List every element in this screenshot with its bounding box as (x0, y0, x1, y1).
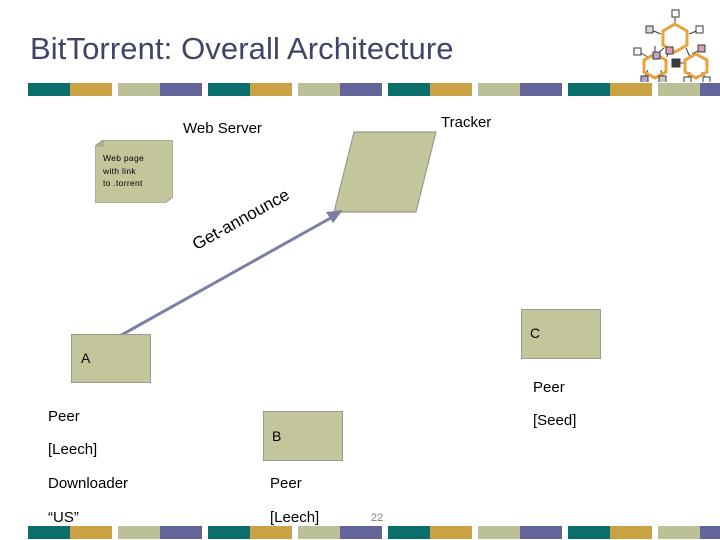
peer-a-state-label: [Leech] (48, 441, 98, 458)
decorative-bar-segment (160, 526, 202, 539)
note-line-2: with link (103, 165, 136, 176)
web-page-note-text: Web page with link to .torrent (103, 152, 173, 190)
peer-c-state-label: [Seed] (533, 412, 577, 429)
peer-a-box[interactable] (71, 334, 151, 383)
decorative-bar-segment (298, 526, 340, 539)
decorative-bar-segment (388, 526, 430, 539)
peer-a-us-label: “US” (48, 509, 79, 526)
decorative-bar-segment (478, 83, 520, 96)
page-title: BitTorrent: Overall Architecture (30, 31, 454, 66)
decorative-bar-segment (250, 83, 292, 96)
decorative-bar-segment (568, 83, 610, 96)
peer-a-downloader-label: Downloader (48, 475, 129, 492)
decorative-bar-top (0, 83, 720, 96)
decorative-bar-segment (118, 526, 160, 539)
peer-a-role-label: Peer (48, 408, 80, 425)
tracker-shape (332, 128, 438, 216)
decorative-bar-segment (208, 526, 250, 539)
peer-b-role-label: Peer (270, 475, 302, 492)
decorative-bar-segment (388, 83, 430, 96)
decorative-bar-segment (568, 526, 610, 539)
decorative-bar-segment (478, 526, 520, 539)
peer-b-letter: B (272, 428, 282, 444)
decorative-bar-segment (658, 83, 700, 96)
decorative-bar-segment (700, 83, 720, 96)
decorative-bar-segment (658, 526, 700, 539)
get-announce-arrow (100, 200, 350, 345)
decorative-bar-segment (430, 83, 472, 96)
page-number: 22 (371, 512, 384, 524)
peer-b-box[interactable] (263, 411, 343, 461)
note-line-3: to .torrent (103, 178, 143, 188)
decorative-bar-segment (250, 526, 292, 539)
peer-c-box[interactable] (521, 309, 601, 359)
decorative-bar-segment (340, 526, 382, 539)
decorative-bar-segment (28, 526, 70, 539)
decorative-bar-segment (208, 83, 250, 96)
peer-b-state-label: [Leech] (270, 509, 320, 526)
decorative-bar-segment (700, 526, 720, 539)
decorative-bar-segment (160, 83, 202, 96)
web-server-label: Web Server (183, 120, 262, 137)
decorative-bar-segment (520, 526, 562, 539)
decorative-bar-segment (70, 83, 112, 96)
tracker-label: Tracker (441, 114, 492, 131)
decorative-bar-segment (28, 83, 70, 96)
decorative-bar-segment (520, 83, 562, 96)
decorative-bar-segment (70, 526, 112, 539)
molecule-network-icon (628, 2, 716, 85)
note-line-1: Web page (103, 153, 144, 163)
decorative-bar-segment (430, 526, 472, 539)
decorative-bar-segment (610, 526, 652, 539)
peer-a-letter: A (81, 350, 91, 366)
decorative-bar-bottom (0, 526, 720, 539)
decorative-bar-segment (118, 83, 160, 96)
peer-c-role-label: Peer (533, 379, 565, 396)
decorative-bar-segment (610, 83, 652, 96)
peer-c-letter: C (530, 325, 541, 341)
decorative-bar-segment (298, 83, 340, 96)
decorative-bar-segment (340, 83, 382, 96)
